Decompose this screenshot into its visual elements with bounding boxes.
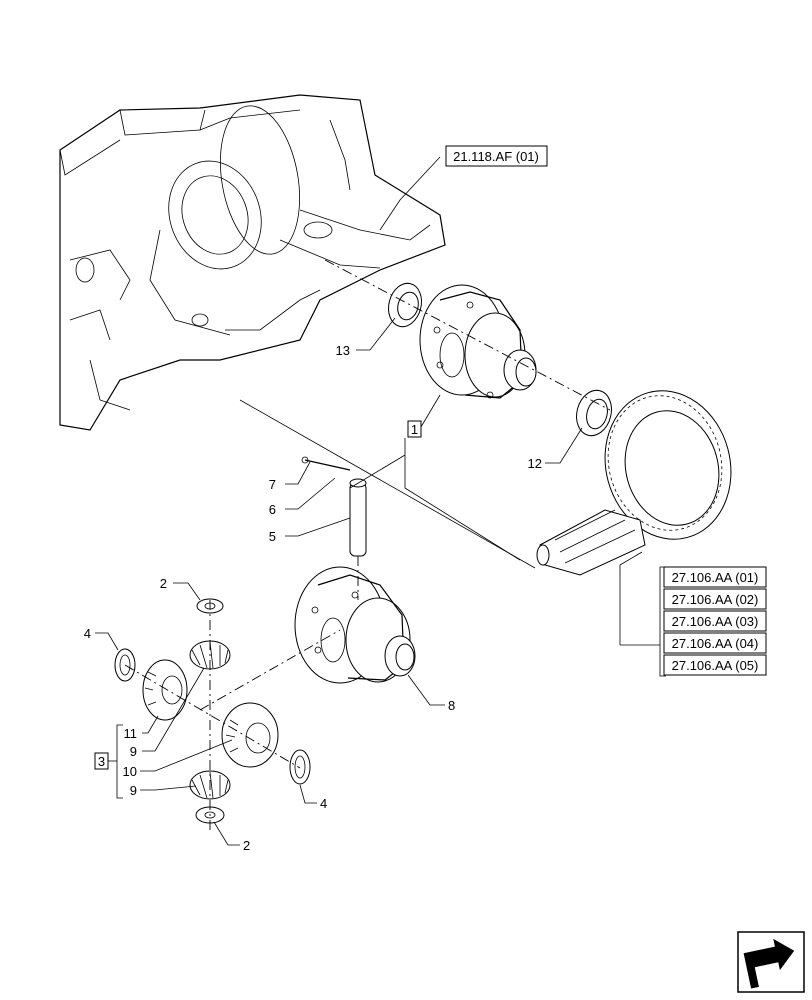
group-label-1: 1	[411, 422, 418, 437]
callout-4-left: 4	[84, 626, 91, 641]
side-gear-11	[142, 659, 188, 721]
gear-ref-label-3: 27.106.AA (03)	[672, 614, 759, 629]
callout-4-right: 4	[320, 796, 327, 811]
gear-ref-box-3[interactable]	[663, 610, 767, 632]
callout-8: 8	[448, 698, 455, 713]
callout-11: 11	[124, 726, 138, 741]
gear-ref-label-4: 27.106.AA (04)	[672, 636, 759, 651]
next-page-arrow-icon[interactable]	[737, 931, 805, 993]
housing-reference-label: 21.118.AF (01)	[453, 149, 539, 164]
gear-ref-box-5[interactable]	[663, 654, 767, 676]
callout-6: 6	[269, 502, 276, 517]
thrust-washer-4-right	[289, 749, 311, 785]
bearing-12	[576, 389, 612, 437]
reference-group-bracket	[659, 566, 666, 677]
bearing-13	[388, 282, 422, 328]
transmission-housing	[59, 94, 446, 431]
cross-shaft-5	[349, 478, 367, 557]
callout-2-upper: 2	[160, 576, 167, 591]
callout-9-lower: 9	[130, 783, 137, 798]
gear-ref-box-2[interactable]	[663, 588, 767, 610]
group-bracket-3	[108, 724, 123, 799]
callout-13: 13	[336, 343, 350, 358]
callout-2-lower: 2	[243, 838, 250, 853]
group-label-3: 3	[98, 754, 105, 769]
gear-ref-label-5: 27.106.AA (05)	[672, 658, 759, 673]
ring-gear-and-pinion	[536, 390, 732, 576]
gear-ref-box-4[interactable]	[663, 632, 767, 654]
gear-ref-label-2: 27.106.AA (02)	[672, 592, 759, 607]
gear-ref-label-1: 27.106.AA (01)	[672, 570, 759, 585]
callout-5: 5	[269, 529, 276, 544]
group-box-1: 1	[407, 420, 422, 438]
group-box-3: 3	[94, 752, 109, 770]
side-gear-10	[221, 702, 279, 768]
housing-reference-box[interactable]: 21.118.AF (01)	[445, 145, 548, 167]
callout-12: 12	[528, 456, 542, 471]
differential-case-lower	[294, 566, 416, 684]
assembly-center-lines	[124, 259, 611, 830]
gear-reference-list: 27.106.AA (01) 27.106.AA (02) 27.106.AA …	[663, 566, 767, 676]
pin-7	[301, 456, 351, 471]
leader-lines	[95, 156, 660, 846]
differential-case-upper	[419, 284, 537, 399]
gear-ref-box-1[interactable]	[663, 566, 767, 588]
callout-7: 7	[269, 477, 276, 492]
callout-10: 10	[123, 764, 137, 779]
callout-9-upper: 9	[130, 744, 137, 759]
callout-labels: 13 12 7 6 5 8 2 2 4 4 11 9 10 9	[84, 343, 542, 853]
